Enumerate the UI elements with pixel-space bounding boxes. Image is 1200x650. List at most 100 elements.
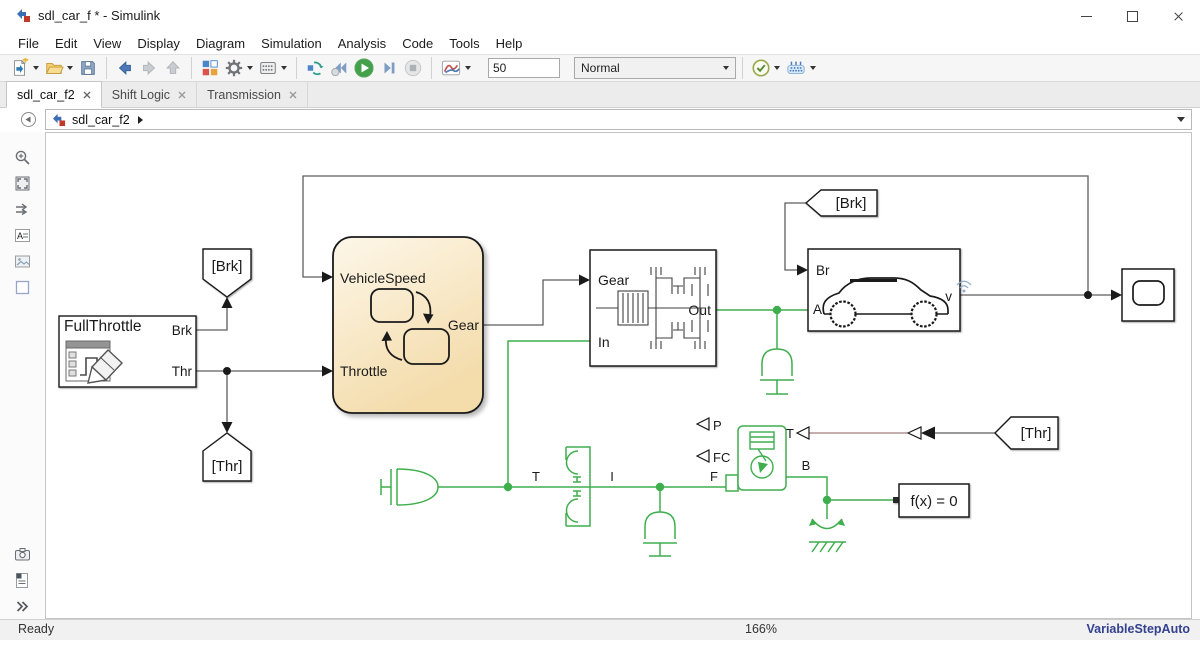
goto-thr-tag[interactable]: [Thr] [202,432,252,482]
menu-tools[interactable]: Tools [449,35,480,51]
breadcrumb-bar: sdl_car_f2 [0,108,1200,132]
tab-sdl-car-f2[interactable]: sdl_car_f2 [6,81,102,108]
status-bar: Ready 166% VariableStepAuto [0,619,1200,640]
simulation-mode-select[interactable]: Normal [574,57,736,79]
solver-block[interactable]: f(x) = 0 [893,483,970,518]
settings-caret[interactable] [247,66,253,70]
model-file-icon [52,113,66,126]
open-caret[interactable] [67,66,73,70]
goto-brk-tag[interactable]: [Brk] [202,248,252,298]
back-arrow-icon [118,61,131,75]
menu-edit[interactable]: Edit [54,35,78,51]
navigate-back-button[interactable] [113,56,137,80]
open-button[interactable] [42,56,66,80]
menu-simulation[interactable]: Simulation [261,35,322,51]
model-config-caret[interactable] [281,66,287,70]
navigate-up-button[interactable] [161,56,185,80]
model-explorer-button[interactable] [10,567,36,593]
new-model-caret[interactable] [33,66,39,70]
from-brk-tag[interactable]: [Brk] [804,189,878,217]
fit-to-view-icon [15,176,30,190]
tab-close-icon[interactable] [83,91,91,99]
piston-block[interactable] [725,425,787,492]
from-thr-tag[interactable]: [Thr] [994,416,1059,450]
step-back-button[interactable] [327,56,351,80]
expand-button[interactable] [10,593,36,619]
stop-button[interactable] [401,56,425,80]
zoom-button[interactable] [10,144,36,170]
menu-diagram[interactable]: Diagram [195,35,246,51]
menu-display[interactable]: Display [137,35,180,51]
fullthrottle-block[interactable]: FullThrottle Brk Thr [58,315,197,388]
settings-button[interactable] [222,56,246,80]
close-button[interactable] [1156,0,1200,32]
step-back-icon [331,62,347,77]
update-diagram-button[interactable] [303,56,327,80]
shift-logic-chart-block[interactable]: VehicleSpeed Throttle Gear [332,236,484,414]
save-button[interactable] [76,56,100,80]
tab-shift-logic[interactable]: Shift Logic [102,82,198,107]
up-arrow-icon [166,60,180,74]
tab-close-icon[interactable] [178,91,186,99]
menu-analysis[interactable]: Analysis [337,35,387,51]
data-inspector-icon [441,60,461,76]
tab-close-icon[interactable] [289,91,297,99]
minimize-button[interactable] [1064,0,1108,32]
maximize-button[interactable] [1110,0,1154,32]
damper-block-out[interactable] [760,348,794,395]
wireless-sensor-icon [956,280,972,293]
breadcrumb-model-name[interactable]: sdl_car_f2 [72,112,130,127]
menu-file[interactable]: File [18,35,39,51]
menu-view[interactable]: View [93,35,122,51]
damper-block-bottom[interactable] [643,511,677,557]
library-browser-button[interactable] [198,56,222,80]
run-button[interactable] [351,56,377,80]
new-model-button[interactable] [8,56,32,80]
scope-block[interactable] [1121,268,1175,322]
fast-restart-caret[interactable] [810,66,816,70]
window-title: sdl_car_f * - Simulink [38,8,161,23]
screenshot-button[interactable] [10,541,36,567]
library-browser-icon [202,60,218,76]
simulation-mode-value: Normal [581,61,620,75]
model-canvas[interactable] [45,132,1192,619]
engine-block[interactable] [380,468,439,506]
model-config-button[interactable] [256,56,280,80]
fast-restart-button[interactable] [783,56,809,80]
chevrons-icon [16,600,29,612]
hide-browser-button[interactable] [20,111,37,133]
transmission-block[interactable]: Gear In Out [589,249,717,367]
check-model-caret[interactable] [774,66,780,70]
data-inspector-caret[interactable] [465,66,471,70]
step-forward-button[interactable] [377,56,401,80]
breadcrumb[interactable]: sdl_car_f2 [45,109,1192,130]
label-port-fc: FC [713,450,730,465]
fit-to-view-button[interactable] [10,170,36,196]
fast-restart-icon [787,61,805,74]
image-button[interactable] [10,248,36,274]
new-model-icon [14,58,29,76]
minimize-icon [1080,15,1092,17]
crank-wedge [758,462,768,473]
tab-transmission[interactable]: Transmission [197,82,308,107]
goto-thr-label: [Thr] [212,458,243,475]
stop-time-input[interactable] [488,58,560,78]
data-inspector-button[interactable] [438,56,464,80]
solver-setting[interactable]: VariableStepAuto [1086,622,1191,636]
menu-code[interactable]: Code [402,35,434,51]
model-explorer-icon [16,572,28,588]
simulink-app-icon [16,8,31,28]
menu-help[interactable]: Help [495,35,523,51]
from-brk-label: [Brk] [836,195,867,212]
torque-converter-block[interactable] [565,446,591,527]
port-fc-triangle-icon [695,449,710,463]
vehicle-body-block[interactable]: Br A v [807,248,961,332]
navigate-forward-button[interactable] [137,56,161,80]
shape-button[interactable] [10,274,36,300]
check-model-button[interactable] [749,56,773,80]
breadcrumb-dropdown-caret[interactable] [1177,117,1185,122]
zoom-level: 166% [745,622,777,636]
rotational-ground-block[interactable] [809,518,846,553]
annotation-button[interactable]: A [10,222,36,248]
signal-routing-button[interactable] [10,196,36,222]
